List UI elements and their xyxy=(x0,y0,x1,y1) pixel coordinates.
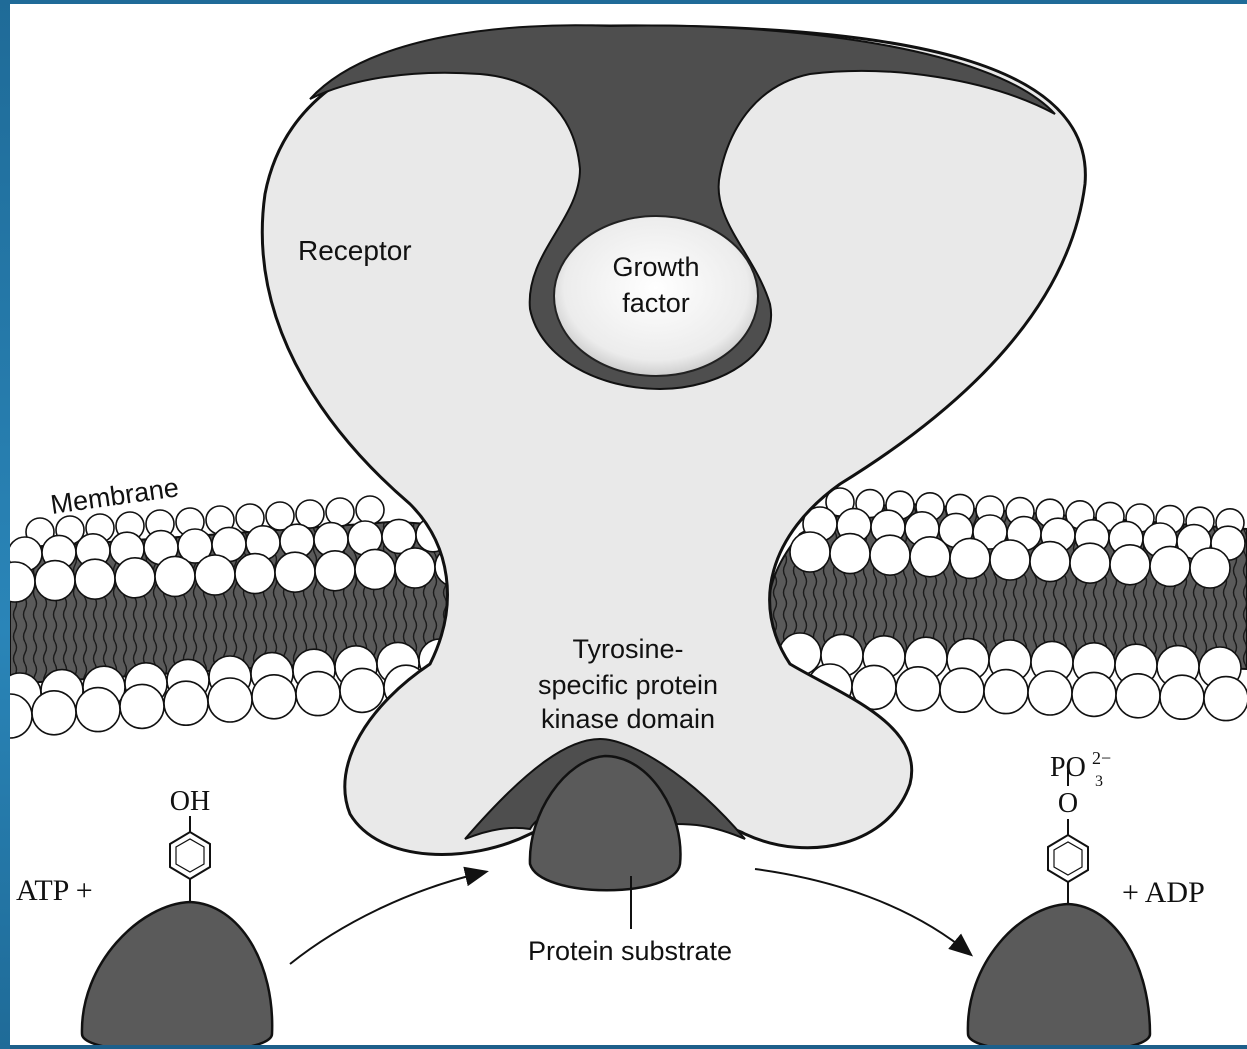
lipid-head xyxy=(355,549,395,589)
lipid-head xyxy=(315,551,355,591)
lipid-head xyxy=(356,496,384,524)
lipid-head xyxy=(896,667,940,711)
label-kinase-line3: kinase domain xyxy=(541,704,715,734)
label-phosphate-base: PO xyxy=(1050,752,1086,783)
label-phosphate: PO xyxy=(1050,752,1086,783)
lipid-head xyxy=(940,668,984,712)
lipid-head xyxy=(1150,546,1190,586)
lipid-head xyxy=(208,678,252,722)
membrane-right xyxy=(769,488,1247,721)
lipid-head xyxy=(340,668,384,712)
label-oxygen: O xyxy=(1058,788,1078,819)
lipid-head xyxy=(1110,545,1150,585)
lipid-head xyxy=(990,540,1030,580)
label-kinase-line2: specific protein xyxy=(538,670,718,700)
lipid-head xyxy=(950,538,990,578)
slide-frame-left xyxy=(0,0,10,1049)
diagram-canvas: Receptor Growth factor Membrane Tyrosine… xyxy=(10,4,1247,1045)
substrate-left-body xyxy=(82,902,272,1045)
lipid-head xyxy=(1030,542,1070,582)
label-receptor: Receptor xyxy=(298,235,412,266)
label-phosphate-sub: 3 xyxy=(1095,773,1103,790)
lipid-head xyxy=(75,559,115,599)
lipid-head xyxy=(115,558,155,598)
label-kinase-line1: Tyrosine- xyxy=(572,634,683,664)
lipid-head xyxy=(120,684,164,728)
lipid-head xyxy=(1190,548,1230,588)
lipid-head xyxy=(1070,543,1110,583)
lipid-head xyxy=(1204,677,1247,721)
lipid-head xyxy=(910,537,950,577)
lipid-head xyxy=(984,670,1028,714)
lipid-head xyxy=(1116,674,1160,718)
label-growth-factor-2: factor xyxy=(622,288,690,318)
lipid-head xyxy=(1072,672,1116,716)
lipid-head xyxy=(790,532,830,572)
lipid-head xyxy=(830,534,870,574)
label-hydroxyl: OH xyxy=(170,786,210,817)
lipid-head xyxy=(326,498,354,526)
substrate-right-body xyxy=(968,904,1150,1045)
label-atp-plus: ATP + xyxy=(16,874,93,907)
label-growth-factor-1: Growth xyxy=(612,252,699,282)
lipid-head xyxy=(155,556,195,596)
lipid-head xyxy=(35,561,75,601)
lipid-head xyxy=(870,535,910,575)
lipid-head xyxy=(296,672,340,716)
arrow-substrate-in xyxy=(290,872,485,964)
lipid-head xyxy=(32,691,76,735)
lipid-head xyxy=(235,554,275,594)
arrow-product-out xyxy=(755,869,970,954)
label-phosphate-sup: 2− xyxy=(1092,748,1111,768)
lipid-head xyxy=(275,552,315,592)
receptor-tyrosine-kinase-diagram: Receptor Growth factor Membrane Tyrosine… xyxy=(10,4,1247,1045)
lipid-head xyxy=(252,675,296,719)
label-protein-substrate: Protein substrate xyxy=(528,936,732,966)
substrate-left xyxy=(82,816,272,1045)
label-plus-adp: + ADP xyxy=(1122,876,1205,909)
lipid-head xyxy=(1028,671,1072,715)
lipid-head xyxy=(164,681,208,725)
lipid-head xyxy=(195,555,235,595)
lipid-head xyxy=(1160,675,1204,719)
lipid-head xyxy=(395,548,435,588)
lipid-head xyxy=(76,688,120,732)
